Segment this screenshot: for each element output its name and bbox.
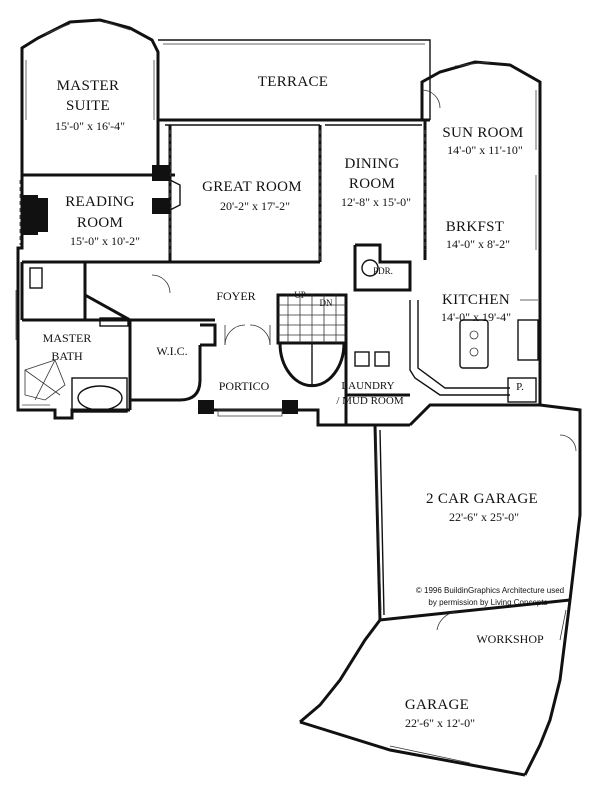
two-car-garage-dims: 22'-6" x 25'-0" (449, 510, 519, 524)
interior-walls (19, 89, 539, 425)
sun-room-label: SUN ROOM (442, 125, 523, 141)
dining-room-label-2: ROOM (349, 176, 395, 192)
brkfst-label: BRKFST (446, 219, 505, 235)
room-labels: MASTER SUITE 15'-0" x 16'-4" TERRACE SUN… (43, 74, 564, 730)
sun-room-dims: 14'-0" x 11'-10" (447, 143, 523, 157)
stairs-up-label: UP (294, 290, 306, 300)
master-suite-dims: 15'-0" x 16'-4" (55, 119, 125, 133)
wic-label: W.I.C. (156, 344, 187, 358)
stairs-down-label: DN (320, 298, 333, 308)
master-suite-label-2: SUITE (66, 98, 110, 114)
garage-label: GARAGE (405, 697, 469, 713)
two-car-garage-label: 2 CAR GARAGE (426, 491, 538, 507)
staircase (276, 293, 348, 388)
kitchen-dims: 14'-0" x 19'-4" (441, 310, 511, 324)
pdr-label: PDR. (373, 266, 393, 276)
portico-label: PORTICO (219, 379, 270, 393)
workshop-label: WORKSHOP (476, 632, 544, 646)
reading-room-dims: 15'-0" x 10'-2" (70, 234, 140, 248)
master-bath-label-1: MASTER (43, 331, 92, 345)
kitchen-label: KITCHEN (442, 292, 510, 308)
pantry-label: P. (516, 381, 524, 393)
reading-room-label-2: ROOM (77, 215, 123, 231)
laundry-label-2: / MUD ROOM (336, 395, 403, 407)
brkfst-dims: 14'-0" x 8'-2" (446, 237, 510, 251)
windows (15, 21, 537, 406)
master-bath-label-2: BATH (51, 349, 83, 363)
reading-room-label-1: READING (65, 194, 135, 210)
great-room-dims: 20'-2" x 17'-2" (220, 199, 290, 213)
foyer-label: FOYER (216, 289, 255, 303)
garage-walls (299, 403, 582, 777)
dining-room-dims: 12'-8" x 15'-0" (341, 195, 411, 209)
laundry-label-1: LAUNDRY (341, 380, 394, 392)
dining-room-label-1: DINING (344, 156, 399, 172)
great-room-label: GREAT ROOM (202, 179, 302, 195)
terrace-label: TERRACE (258, 74, 328, 90)
copyright-line-1: © 1996 BuildinGraphics Architecture used (416, 586, 564, 595)
master-suite-label-1: MASTER (57, 78, 120, 94)
copyright-line-2: by permission by Living Concepts (428, 598, 547, 607)
garage-dims: 22'-6" x 12'-0" (405, 716, 475, 730)
